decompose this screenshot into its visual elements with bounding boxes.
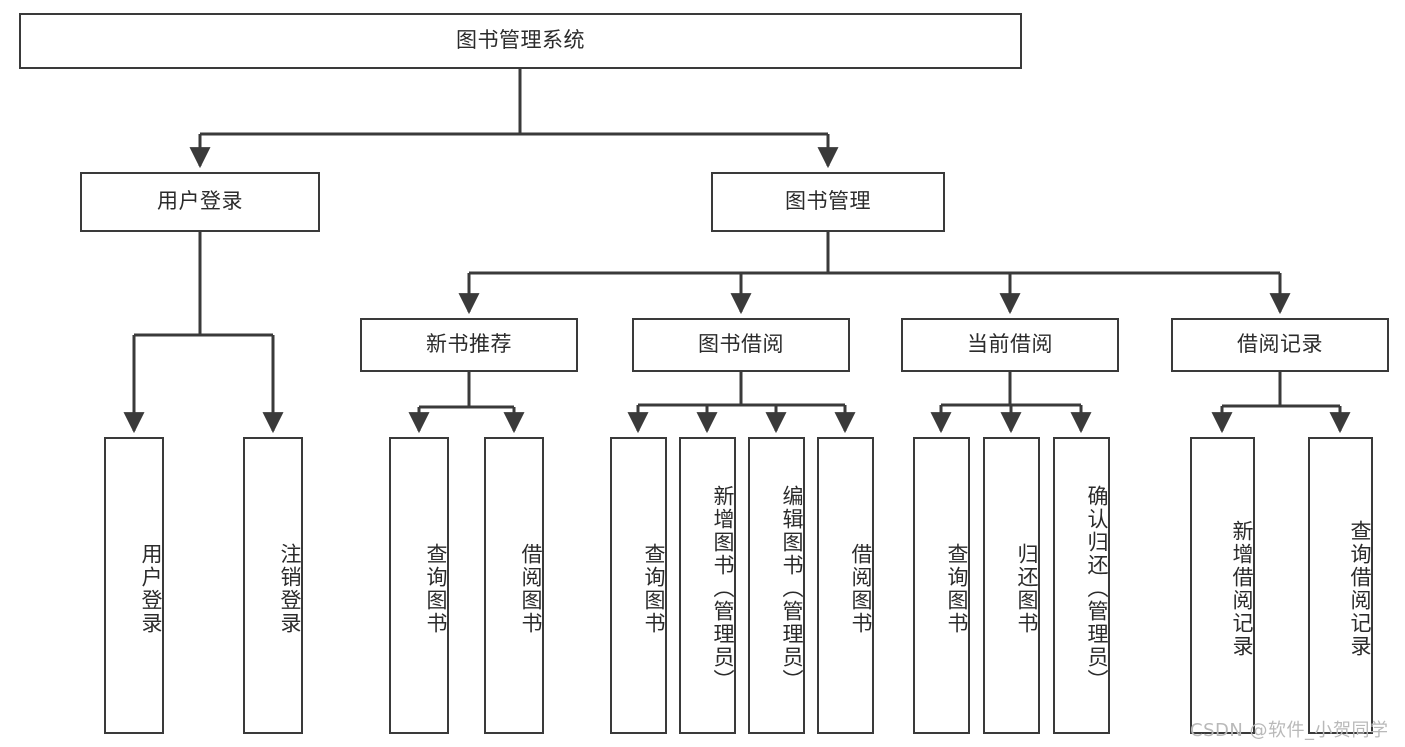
leaf-bookborrow-edit-book-label: 编辑图书（管理员） — [780, 485, 804, 692]
leaf-user-logout-label: 注销登录 — [278, 542, 302, 635]
leaf-currentborrow-confirm-return[interactable]: 确认归还（管理员） — [1053, 437, 1110, 734]
leaf-newbook-borrow-book[interactable]: 借阅图书 — [484, 437, 544, 734]
leaf-user-login[interactable]: 用户登录 — [104, 437, 164, 734]
node-new-book-recommend-label: 新书推荐 — [426, 332, 512, 357]
leaf-currentborrow-confirm-return-label: 确认归还（管理员） — [1085, 485, 1109, 692]
leaf-bookborrow-borrow-book-label: 借阅图书 — [849, 542, 873, 635]
leaf-bookborrow-query-book[interactable]: 查询图书 — [610, 437, 667, 734]
node-root-label: 图书管理系统 — [456, 28, 585, 53]
node-user-login-label: 用户登录 — [157, 189, 243, 214]
leaf-user-logout[interactable]: 注销登录 — [243, 437, 303, 734]
leaf-bookborrow-query-book-label: 查询图书 — [642, 542, 666, 635]
leaf-bookborrow-borrow-book[interactable]: 借阅图书 — [817, 437, 874, 734]
leaf-currentborrow-return-book[interactable]: 归还图书 — [983, 437, 1040, 734]
leaf-borrowrecord-add-record-label: 新增借阅记录 — [1230, 519, 1254, 658]
leaf-currentborrow-query-book[interactable]: 查询图书 — [913, 437, 970, 734]
leaf-bookborrow-add-book-label: 新增图书（管理员） — [711, 485, 735, 692]
leaf-borrowrecord-query-record-label: 查询借阅记录 — [1348, 519, 1372, 658]
leaf-currentborrow-return-book-label: 归还图书 — [1015, 542, 1039, 635]
node-root[interactable]: 图书管理系统 — [19, 13, 1022, 69]
leaf-currentborrow-query-book-label: 查询图书 — [945, 542, 969, 635]
node-borrow-record-label: 借阅记录 — [1237, 332, 1323, 357]
node-book-manage[interactable]: 图书管理 — [711, 172, 945, 232]
node-user-login[interactable]: 用户登录 — [80, 172, 320, 232]
node-new-book-recommend[interactable]: 新书推荐 — [360, 318, 578, 372]
node-current-borrow[interactable]: 当前借阅 — [901, 318, 1119, 372]
node-book-manage-label: 图书管理 — [785, 189, 871, 214]
node-book-borrow[interactable]: 图书借阅 — [632, 318, 850, 372]
leaf-user-login-label: 用户登录 — [139, 542, 163, 635]
node-borrow-record[interactable]: 借阅记录 — [1171, 318, 1389, 372]
leaf-newbook-borrow-book-label: 借阅图书 — [519, 542, 543, 635]
node-current-borrow-label: 当前借阅 — [967, 332, 1053, 357]
leaf-bookborrow-add-book[interactable]: 新增图书（管理员） — [679, 437, 736, 734]
leaf-borrowrecord-add-record[interactable]: 新增借阅记录 — [1190, 437, 1255, 734]
leaf-newbook-query-book[interactable]: 查询图书 — [389, 437, 449, 734]
node-book-borrow-label: 图书借阅 — [698, 332, 784, 357]
leaf-newbook-query-book-label: 查询图书 — [424, 542, 448, 635]
leaf-bookborrow-edit-book[interactable]: 编辑图书（管理员） — [748, 437, 805, 734]
leaf-borrowrecord-query-record[interactable]: 查询借阅记录 — [1308, 437, 1373, 734]
